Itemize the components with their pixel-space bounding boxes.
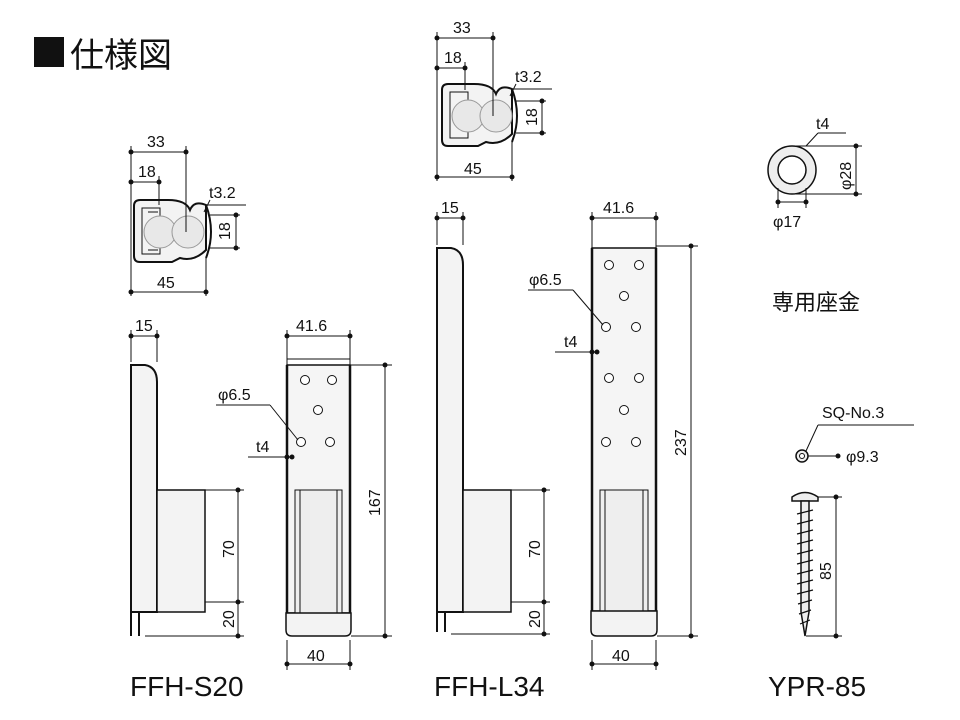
s20-dim-45: 45	[157, 275, 175, 292]
l34-dim-t32: t3.2	[515, 69, 542, 86]
s20-dim-15: 15	[135, 318, 153, 335]
s20-dim-phi65: φ6.5	[218, 387, 251, 404]
screw-dim-sq: SQ-No.3	[822, 405, 884, 422]
screw-dim-85: 85	[818, 562, 835, 580]
screw-dim-phi93: φ9.3	[846, 449, 879, 466]
title-text: 仕様図	[70, 35, 172, 76]
s20-dim-70: 70	[221, 540, 238, 558]
s20-dim-t4: t4	[256, 439, 269, 456]
l34-dim-phi65: φ6.5	[529, 272, 562, 289]
l34-dim-45: 45	[464, 161, 482, 178]
l34-dim-70: 70	[527, 540, 544, 558]
s20-dim-416: 41.6	[296, 318, 327, 335]
l34-dim-18: 18	[444, 50, 462, 67]
screw-view	[791, 424, 914, 639]
l34-front-view	[528, 212, 698, 670]
s20-dim-167: 167	[367, 489, 384, 516]
model-s20-label: FFH-S20	[130, 671, 244, 702]
l34-dim-237: 237	[673, 429, 690, 456]
model-l34-label: FFH-L34	[434, 671, 544, 702]
s20-dim-h18: 18	[217, 222, 234, 240]
model-ypr-label: YPR-85	[768, 671, 866, 702]
l34-dim-33: 33	[453, 20, 471, 37]
page-title: 仕様図	[34, 30, 172, 76]
s20-dim-t32: t3.2	[209, 185, 236, 202]
s20-front-view	[216, 330, 392, 670]
washer-label: 専用座金	[772, 291, 860, 316]
washer-dim-phi28: φ28	[838, 162, 855, 190]
l34-side-view	[434, 212, 550, 637]
s20-side-view	[128, 330, 244, 639]
l34-dim-20: 20	[527, 610, 544, 628]
title-square-icon	[34, 37, 64, 67]
s20-dim-18: 18	[138, 164, 156, 181]
l34-section-view	[434, 32, 552, 181]
l34-dim-15: 15	[441, 200, 459, 217]
s20-dim-20: 20	[221, 610, 238, 628]
washer-view	[767, 132, 862, 208]
l34-dim-416: 41.6	[603, 200, 634, 217]
washer-dim-t4: t4	[816, 116, 829, 133]
l34-dim-40: 40	[612, 648, 630, 665]
l34-dim-t4: t4	[564, 334, 577, 351]
l34-dim-h18: 18	[524, 108, 541, 126]
s20-dim-33: 33	[147, 134, 165, 151]
washer-dim-phi17: φ17	[773, 214, 801, 231]
s20-dim-40: 40	[307, 648, 325, 665]
s20-section-view	[128, 146, 246, 296]
